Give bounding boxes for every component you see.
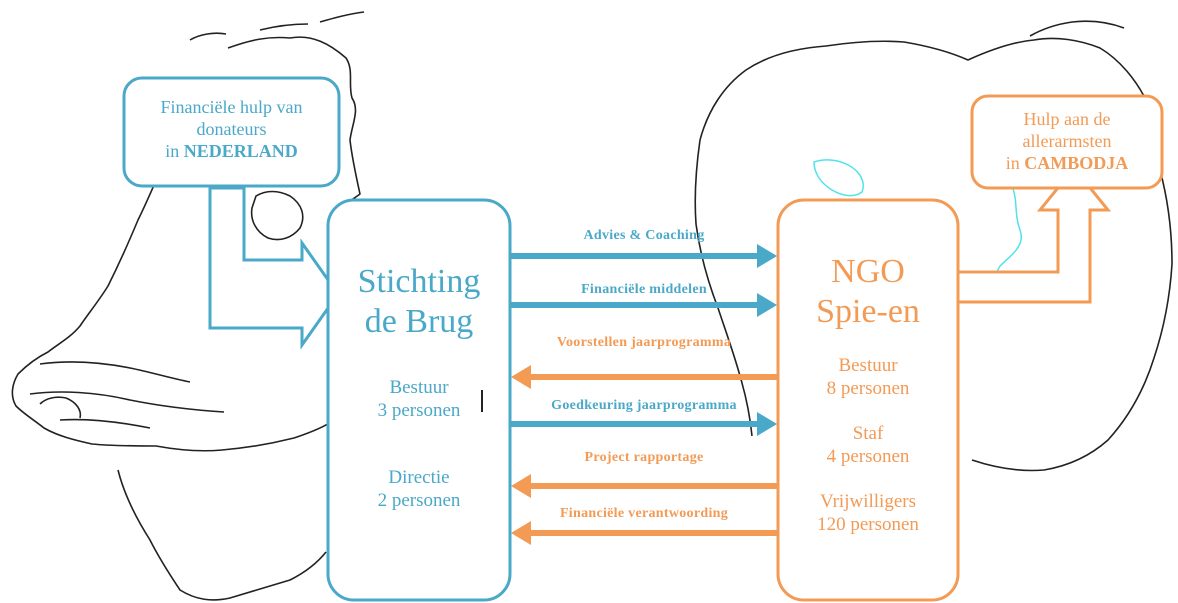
flow-label-2: Financiële middelen <box>581 282 707 297</box>
flow-label-6: Financiële verantwoording <box>559 506 729 521</box>
flow-arrow-6 <box>511 521 777 545</box>
right-group-1-count: 8 personen <box>826 378 910 399</box>
aid-line1: Hulp aan de <box>1023 109 1111 129</box>
flow-arrow-1 <box>511 244 777 268</box>
right-org-name2: Spie-en <box>816 293 920 330</box>
netherlands-map-outline <box>11 11 365 601</box>
donors-flow-arrow <box>208 186 340 350</box>
left-org-name1: Stichting <box>357 263 481 300</box>
right-group-2-title: Staf <box>852 423 884 444</box>
left-group-1-count: 3 personen <box>377 400 461 421</box>
right-org-name1: NGO <box>831 253 905 290</box>
flow-label-3: Voorstellen jaarprogramma <box>556 335 732 350</box>
flow-arrow-2 <box>511 293 777 317</box>
aid-line3: in CAMBODJA <box>1005 153 1129 173</box>
aid-line2: allerarmsten <box>1022 131 1112 151</box>
aid-box-shape <box>970 94 1164 190</box>
donors-line1: Financiële hulp van <box>160 97 303 117</box>
ngo-spie-en-box <box>776 198 960 602</box>
donors-box-shape <box>122 76 341 188</box>
flow-arrow-3 <box>511 365 777 389</box>
left-org-text: Stichting de Brug Bestuur 3 personen Dir… <box>328 262 510 512</box>
donors-box-text: Financiële hulp van donateurs in NEDERLA… <box>124 96 339 162</box>
aid-box-text: Hulp aan de allerarmsten in CAMBODJA <box>972 108 1162 174</box>
donors-country: NEDERLAND <box>183 141 298 161</box>
left-group-1-title: Bestuur <box>389 377 449 398</box>
donors-line2: donateurs <box>196 119 267 139</box>
left-org-name2: de Brug <box>364 303 474 340</box>
left-group-2-title: Directie <box>388 467 450 488</box>
flow-arrow-5 <box>511 474 777 498</box>
aid-country: CAMBODJA <box>1024 153 1129 173</box>
right-group-1-title: Bestuur <box>838 355 898 376</box>
right-group-3-title: Vrijwilligers <box>820 491 916 512</box>
right-org-text: NGO Spie-en Bestuur 8 personen Staf 4 pe… <box>778 252 958 536</box>
left-group-2-count: 2 personen <box>377 490 461 511</box>
flow-label-1: Advies & Coaching <box>583 228 705 243</box>
flow-arrows <box>511 244 777 545</box>
right-group-2-count: 4 personen <box>826 446 910 467</box>
flow-label-5: Project rapportage <box>584 450 704 465</box>
flow-label-4: Goedkeuring jaarprogramma <box>551 398 737 413</box>
flow-arrow-4 <box>511 412 777 436</box>
right-group-3-count: 120 personen <box>817 514 919 535</box>
donors-line3: in NEDERLAND <box>165 141 298 161</box>
stichting-de-brug-box <box>326 198 512 602</box>
